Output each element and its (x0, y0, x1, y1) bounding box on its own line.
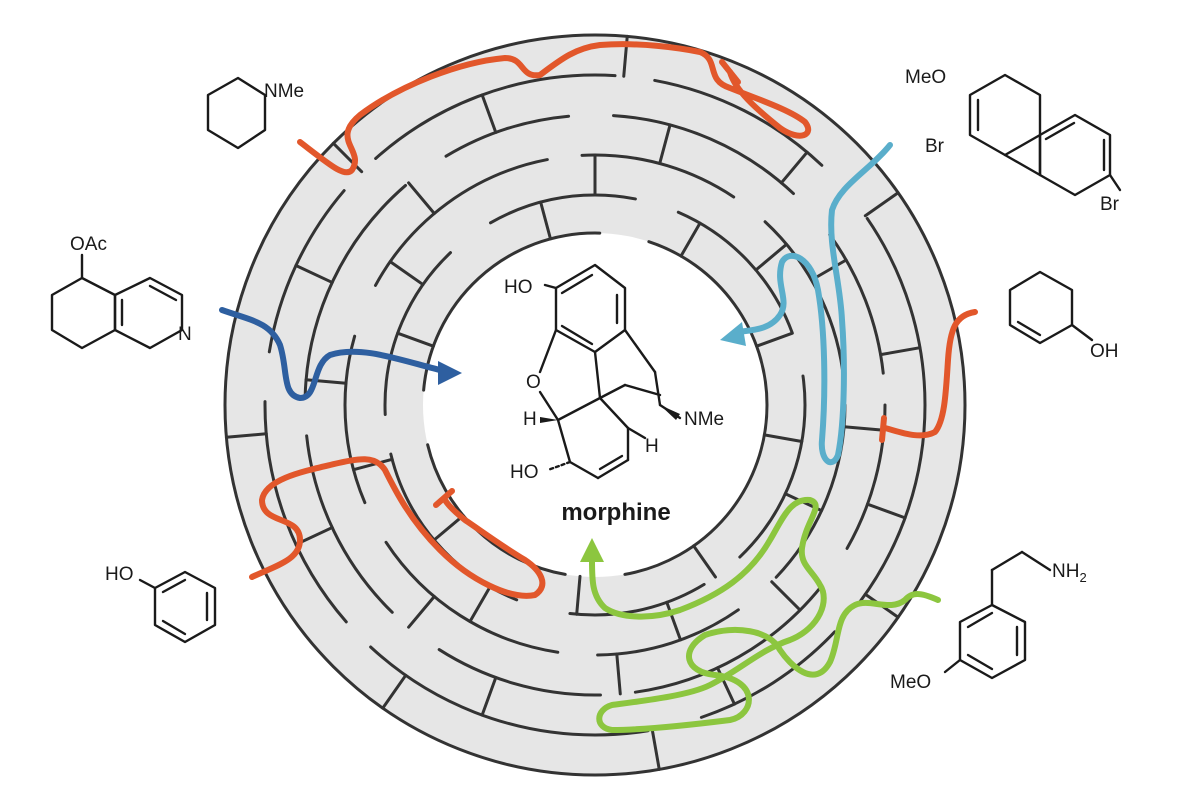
phenethylamine-structure (943, 550, 1052, 680)
maze-inner-wall (421, 231, 769, 579)
maze-radial-wall (331, 141, 364, 174)
maze-ring-wall-1 (263, 73, 927, 737)
maze-radial-wall (762, 433, 804, 443)
morphine-h-right: H (645, 436, 659, 457)
naphthalene-br2-label: Br (1100, 194, 1120, 215)
isoquinoline-structure (50, 253, 184, 350)
maze (223, 33, 967, 777)
morphine-o-label: O (526, 372, 541, 393)
maze-radial-wall (863, 191, 900, 218)
maze-radial-wall (779, 150, 809, 185)
route-lightblue (735, 142, 893, 466)
naphthalene-br1-label: Br (925, 136, 945, 157)
route-blue-arrowhead (438, 361, 462, 385)
maze-radial-wall (480, 676, 498, 717)
maze-radial-wall (381, 673, 408, 710)
route-dead-end-left (249, 456, 546, 599)
maze-radial-wall (224, 432, 268, 439)
maze-outer-wall (223, 33, 967, 777)
naphthalene-meo-label: MeO (905, 67, 946, 88)
isoquinoline-n-label: N (178, 324, 192, 345)
piperidine-nme-label: NMe (264, 81, 304, 102)
route-lightblue-arrowhead (720, 322, 746, 346)
morphine-ho-bottom: HO (510, 462, 539, 483)
piperidine-structure (206, 76, 267, 150)
routes (219, 41, 978, 733)
maze-radial-wall (658, 123, 672, 166)
maze-radial-wall (754, 242, 789, 272)
route-dead-end-right-stop (879, 415, 887, 443)
route-dead-end-left-stop (433, 488, 455, 508)
maze-radial-wall (842, 425, 886, 432)
phenol-structure (138, 570, 217, 644)
cyclohexenol-oh-label: OH (1090, 341, 1119, 362)
maze-radial-wall (665, 600, 683, 642)
phenethylamine-nh2-label: NH2 (1052, 561, 1087, 585)
maze-radial-wall (352, 457, 394, 472)
maze-radial-wall (770, 580, 802, 612)
maze-radial-wall (575, 574, 582, 616)
morphine-h-left: H (523, 409, 537, 430)
maze-radial-wall (755, 331, 794, 348)
morphine-nme: NMe (684, 409, 724, 430)
route-blue (219, 307, 443, 401)
center-label: morphine (561, 499, 670, 526)
maze-radial-walls (224, 34, 922, 771)
route-green (589, 496, 941, 733)
maze-radial-wall (539, 200, 552, 241)
phenol-ho-label: HO (105, 564, 134, 585)
maze-radial-wall (407, 595, 436, 629)
maze-ring-wall-2 (303, 113, 887, 697)
phenethylamine-meo-label: MeO (890, 672, 931, 693)
route-dead-end-top-stop (719, 59, 741, 85)
route-dead-end-right (882, 309, 978, 439)
maze-radial-wall (388, 260, 425, 287)
maze-center-fill (423, 233, 767, 577)
maze-radial-wall (468, 585, 492, 624)
morphine-ho-top: HO (504, 277, 533, 298)
maze-radial-wall (407, 181, 436, 215)
maze-radial-wall (650, 728, 661, 771)
maze-radial-wall (432, 514, 465, 542)
maze-radial-wall (679, 221, 702, 258)
morphine-structure (538, 263, 682, 480)
maze-radial-wall (692, 544, 717, 579)
naphthalene-structure (968, 73, 1122, 197)
maze-radial-wall (294, 264, 334, 284)
maze-radial-wall (866, 502, 907, 520)
maze-radial-wall (396, 331, 435, 348)
isoquinoline-oac-label: OAc (70, 234, 107, 255)
maze-radial-wall (615, 652, 622, 696)
route-dead-end-top (297, 41, 812, 176)
maze-radial-wall (480, 93, 498, 134)
route-green-arrowhead (580, 538, 604, 562)
cyclohexenol-structure (1008, 270, 1094, 345)
maze-radial-wall (879, 346, 922, 357)
